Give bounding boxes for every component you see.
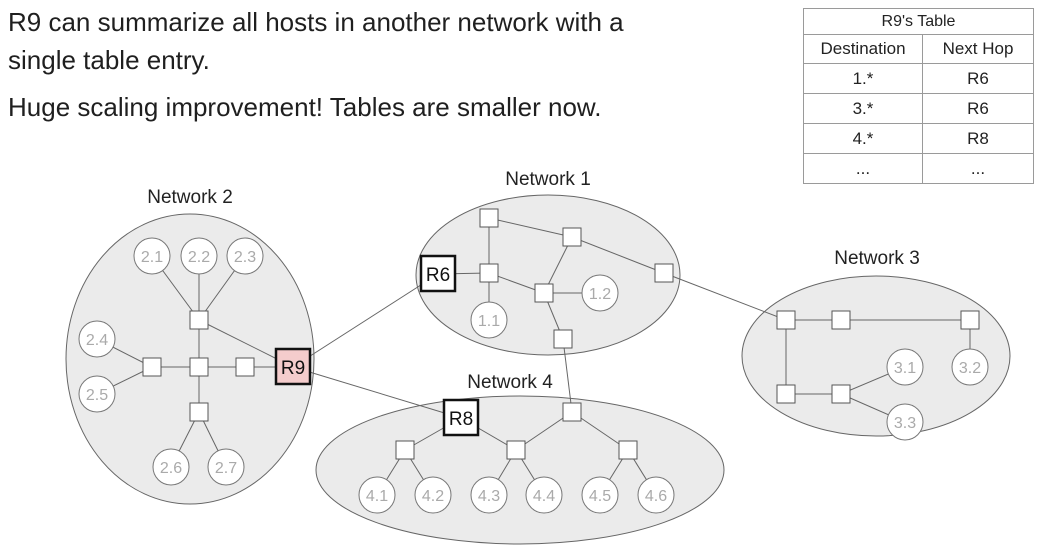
network-4-label: Network 4: [467, 372, 553, 393]
cell-next-hop: R6: [922, 63, 1034, 94]
router-r9-label: R9: [281, 358, 305, 379]
cell-destination: 3.*: [803, 93, 923, 124]
host-label: 2.7: [215, 460, 237, 477]
switch-node: [776, 310, 796, 330]
switch-node: [553, 329, 573, 349]
host-label: 4.4: [533, 488, 555, 505]
cell-destination: ...: [803, 153, 923, 184]
host-label: 2.3: [234, 249, 256, 266]
routing-table: R9's Table Destination Next Hop 1.* R6 3…: [803, 8, 1034, 184]
switch-node: [189, 310, 209, 330]
table-row: 1.* R6: [803, 63, 1034, 94]
cell-destination: 1.*: [803, 63, 923, 94]
network-4-cloud: [315, 395, 725, 545]
host-label: 4.5: [589, 488, 611, 505]
host-label: 3.2: [959, 360, 981, 377]
host-label: 2.2: [188, 249, 210, 266]
host-label: 3.3: [894, 415, 916, 432]
switch-node: [506, 440, 526, 460]
cell-destination: 4.*: [803, 123, 923, 154]
switch-node: [235, 357, 255, 377]
hosts: [78, 237, 989, 514]
switch-node: [479, 208, 499, 228]
network-2-label: Network 2: [147, 187, 233, 208]
switch-node: [479, 263, 499, 283]
host-label: 4.2: [422, 488, 444, 505]
emphasis-text: Huge scaling improvement! Tables are sma…: [8, 92, 602, 122]
table-row: ... ...: [803, 153, 1034, 184]
switch-node: [189, 402, 209, 422]
host-label: 2.5: [86, 387, 108, 404]
switch-node: [831, 310, 851, 330]
switch-node: [189, 357, 209, 377]
table-row: 3.* R6: [803, 93, 1034, 124]
host-label: 2.4: [86, 332, 108, 349]
switch-node: [618, 440, 638, 460]
router-r8-label: R8: [449, 409, 473, 430]
network-3-label: Network 3: [834, 248, 920, 269]
host-label: 1.2: [589, 286, 611, 303]
switch-node: [562, 402, 582, 422]
router-r9: [274, 347, 312, 386]
switch-node: [395, 440, 415, 460]
router-r6: [419, 254, 457, 293]
host-label: 1.1: [478, 313, 500, 330]
switch-node: [534, 283, 554, 303]
host-label: 2.1: [141, 249, 163, 266]
switch-node: [562, 227, 582, 247]
network-3-cloud: [741, 275, 1011, 437]
header-destination: Destination: [803, 34, 923, 64]
switch-node: [776, 384, 796, 404]
host-label: 4.3: [478, 488, 500, 505]
table-row: 4.* R8: [803, 123, 1034, 154]
host-label: 3.1: [894, 360, 916, 377]
cell-next-hop: R8: [922, 123, 1034, 154]
switches: [142, 208, 980, 460]
switch-node: [831, 384, 851, 404]
host-label: 2.6: [160, 460, 182, 477]
cell-next-hop: ...: [922, 153, 1034, 184]
host-label: 4.6: [645, 488, 667, 505]
description-text: R9 can summarize all hosts in another ne…: [8, 7, 624, 75]
network-1-label: Network 1: [505, 169, 591, 190]
router-r6-label: R6: [426, 265, 450, 286]
switch-node: [654, 263, 674, 283]
switch-node: [960, 310, 980, 330]
switch-node: [142, 357, 162, 377]
router-r8: [442, 398, 480, 437]
host-label: 4.1: [366, 488, 388, 505]
